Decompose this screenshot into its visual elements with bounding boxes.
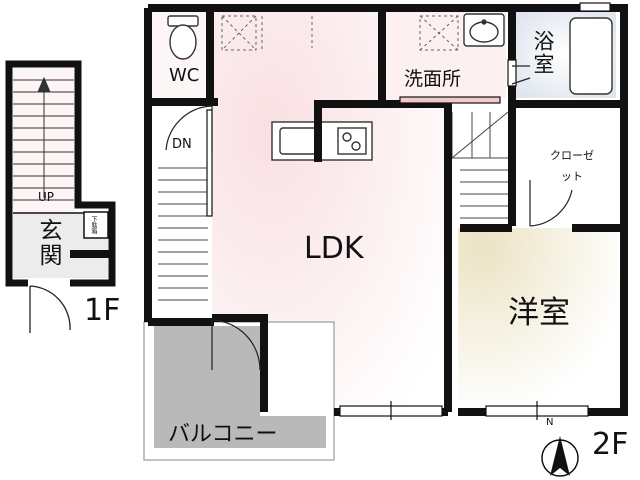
walls-2f <box>144 4 628 416</box>
bathtub-icon <box>569 17 613 95</box>
toilet-icon <box>167 15 199 60</box>
fridge-space-dashed <box>221 15 459 51</box>
entrance-door-swing <box>29 285 71 333</box>
shoe-storage-label: 下駄箱 <box>90 216 97 234</box>
step-block <box>70 250 112 258</box>
balcony-floor-strip <box>260 416 326 448</box>
kitchen-sink-icon <box>271 121 373 161</box>
stairs-down-label: DN <box>172 137 192 152</box>
room-label-balcony: バルコニー <box>168 422 278 447</box>
shoe-box-floor <box>83 211 109 239</box>
floor-2f <box>143 2 628 477</box>
room-label-wc: WC <box>169 65 200 86</box>
floor-1f <box>5 60 116 333</box>
doors <box>165 65 573 371</box>
compass-icon <box>541 436 579 477</box>
room-label-washroom: 洗面所 <box>404 68 462 90</box>
stair-1f-treads <box>13 76 74 201</box>
western-floor <box>458 228 618 408</box>
floor-label-2f: 2F <box>592 427 629 462</box>
floor-label-1f: 1F <box>84 293 121 328</box>
room-label-closet: クローゼット <box>550 149 594 183</box>
windows <box>339 2 611 420</box>
partition-wc-ldk <box>206 109 213 217</box>
room-label-ldk: LDK <box>304 231 364 266</box>
balcony-floor <box>154 326 260 448</box>
walls-1f <box>5 60 116 287</box>
compass-north-label: N <box>546 417 554 428</box>
room-label-western: 洋室 <box>508 295 570 331</box>
room-label-genkan: 玄関 <box>35 218 61 268</box>
stair-2f-treads <box>158 167 208 301</box>
closet-floor <box>516 108 616 226</box>
stairs-up-label: UP <box>38 190 55 204</box>
washbasin-icon <box>463 13 505 47</box>
room-label-bathroom: 浴室 <box>531 30 555 76</box>
